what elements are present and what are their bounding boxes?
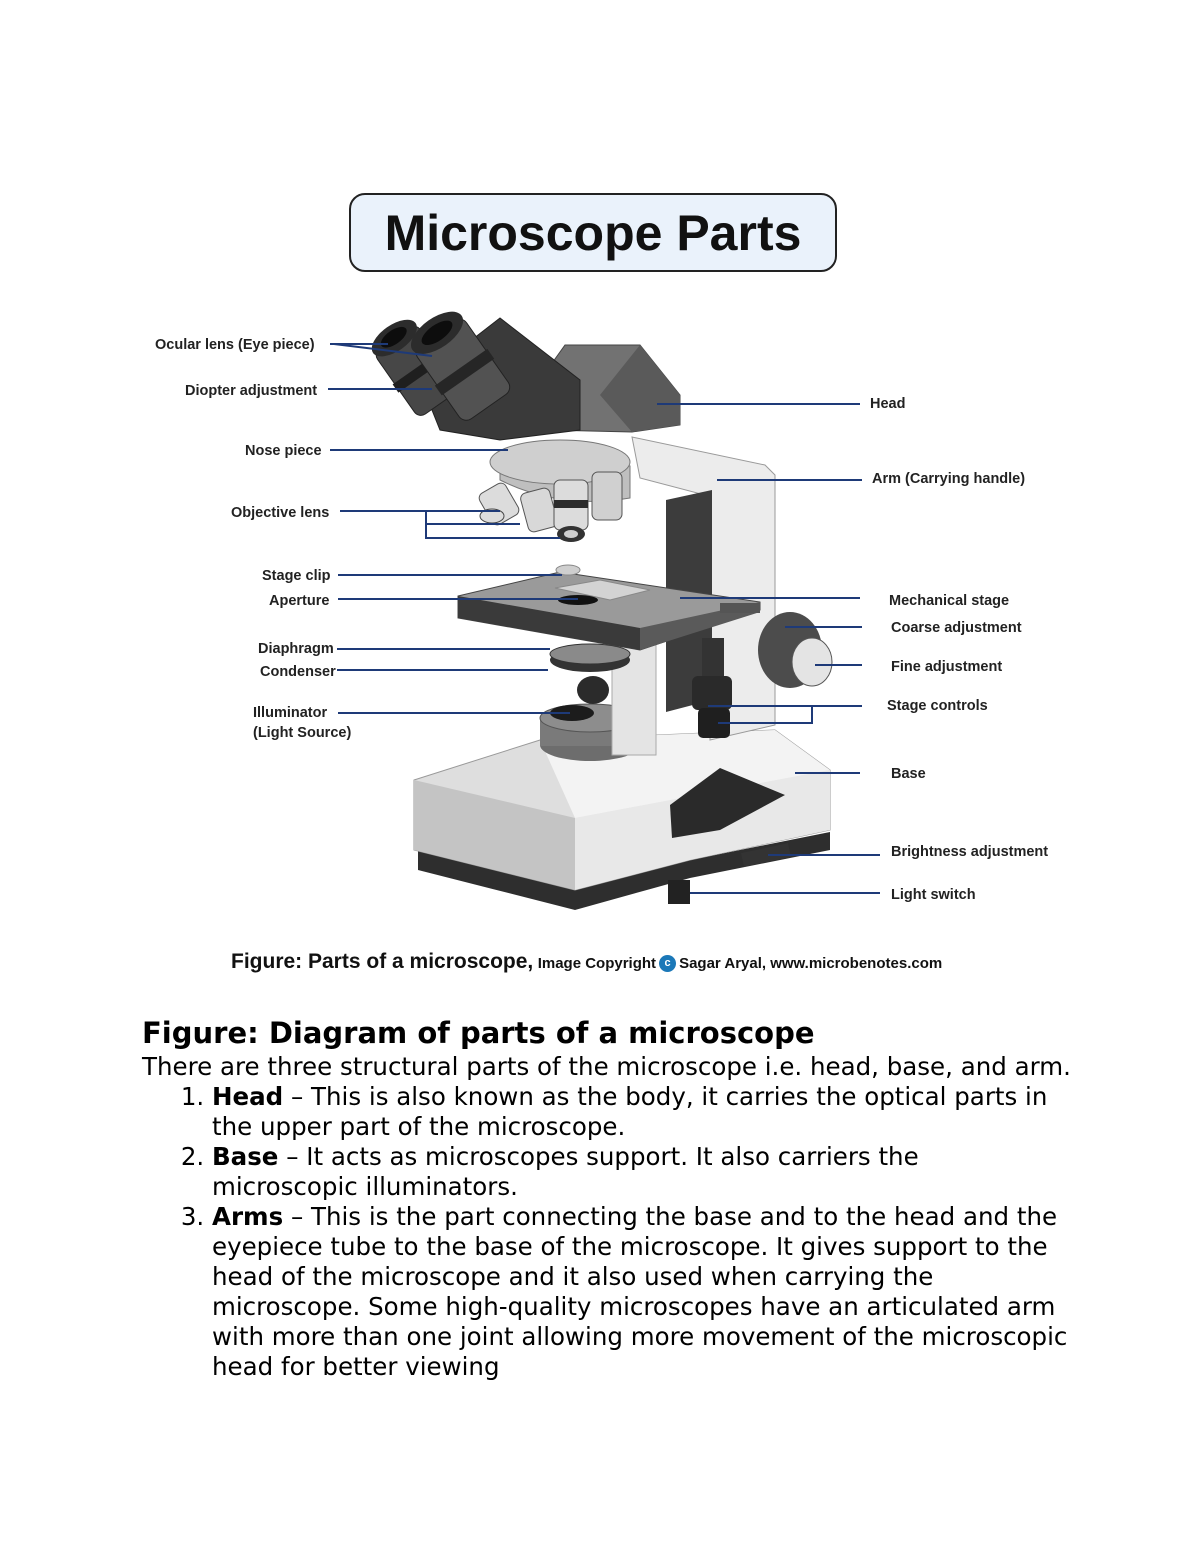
label-arm: Arm (Carrying handle) [872, 471, 1025, 487]
label-diopter-adjustment: Diopter adjustment [185, 383, 317, 399]
label-stage-controls: Stage controls [887, 698, 988, 714]
caption-credit-prefix: Image Copyright [537, 955, 657, 972]
label-fine-adjustment: Fine adjustment [891, 659, 1002, 675]
label-ocular-lens: Ocular lens (Eye piece) [155, 337, 315, 353]
list-term: Head [212, 1082, 284, 1111]
figure-banner-title: Microscope Parts [349, 193, 837, 272]
leader-lines [328, 343, 880, 894]
label-aperture: Aperture [269, 593, 329, 609]
label-condenser: Condenser [260, 664, 336, 680]
list-item-head: Head – This is also known as the body, i… [212, 1082, 1072, 1142]
caption-credit: Sagar Aryal, www.microbenotes.com [679, 955, 943, 972]
label-mechanical-stage: Mechanical stage [889, 593, 1009, 609]
label-base: Base [891, 766, 926, 782]
microscope-illustration [371, 311, 833, 910]
list-text: – This is also known as the body, it car… [212, 1082, 1048, 1141]
list-term: Arms [212, 1202, 284, 1231]
microscope-diagram: Ocular lens (Eye piece) Diopter adjustme… [155, 311, 1048, 910]
list-text: – This is the part connecting the base a… [212, 1202, 1068, 1381]
document-body: Figure: Diagram of parts of a microscope… [142, 1014, 1072, 1382]
label-stage-clip: Stage clip [262, 568, 331, 584]
label-diaphragm: Diaphragm [258, 641, 334, 657]
label-head: Head [870, 396, 905, 412]
figure-caption: Figure: Parts of a microscope, Image Cop… [231, 950, 942, 974]
label-illuminator: Illuminator [253, 705, 327, 721]
label-coarse-adjustment: Coarse adjustment [891, 620, 1022, 636]
list-term: Base [212, 1142, 279, 1171]
intro-paragraph: There are three structural parts of the … [142, 1052, 1071, 1081]
label-nose-piece: Nose piece [245, 443, 322, 459]
label-objective-lens: Objective lens [231, 505, 329, 521]
list-item-base: Base – It acts as microscopes support. I… [212, 1142, 1072, 1202]
label-light-switch: Light switch [891, 887, 976, 903]
label-brightness-adjustment: Brightness adjustment [891, 844, 1048, 860]
copyright-icon: c [659, 955, 677, 972]
section-heading: Figure: Diagram of parts of a microscope [142, 1016, 815, 1050]
parts-list: Head – This is also known as the body, i… [142, 1082, 1072, 1382]
label-illuminator-sub: (Light Source) [253, 725, 351, 741]
list-text: – It acts as microscopes support. It als… [212, 1142, 919, 1201]
list-item-arms: Arms – This is the part connecting the b… [212, 1202, 1072, 1382]
caption-main: Figure: Parts of a microscope, [231, 950, 534, 973]
